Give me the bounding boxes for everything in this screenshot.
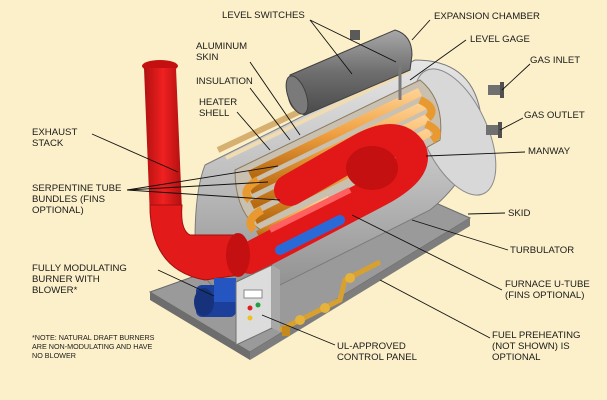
label-insulation: INSULATION — [196, 76, 253, 87]
footnote-line2: ARE NON-MODULATING AND HAVE — [32, 342, 153, 351]
label-serpentine-line1: SERPENTINE TUBE — [32, 183, 122, 194]
footnote-line3: NO BLOWER — [32, 351, 76, 360]
label-heater-shell-line2: SHELL — [199, 108, 230, 119]
control-panel-box — [235, 264, 280, 346]
label-furnace-u-tube-line1: FURNACE U-TUBE — [505, 279, 590, 290]
label-gas-outlet: GAS OUTLET — [524, 110, 585, 121]
exhaust-stack — [142, 60, 250, 281]
label-exhaust-stack-line2: STACK — [32, 138, 64, 149]
label-heater-shell-line1: HEATER — [199, 97, 238, 108]
label-serpentine-line3: OPTIONAL) — [32, 205, 84, 216]
label-fuel-preheating-line3: OPTIONAL — [492, 352, 541, 363]
label-exhaust-stack-line1: EXHAUST — [32, 127, 78, 138]
label-burner-line3: BLOWER* — [32, 285, 78, 296]
label-skid: SKID — [508, 208, 531, 219]
label-serpentine-line2: BUNDLES (FINS — [32, 194, 106, 205]
label-aluminum-skin-line2: SKIN — [196, 52, 219, 63]
expansion-chamber — [285, 29, 413, 116]
label-expansion-chamber: EXPANSION CHAMBER — [434, 11, 540, 22]
label-manway: MANWAY — [528, 146, 571, 157]
burner-blower — [194, 278, 236, 317]
label-turbulator: TURBULATOR — [510, 245, 575, 256]
label-gas-inlet: GAS INLET — [530, 55, 581, 66]
footnote-line1: *NOTE: NATURAL DRAFT BURNERS — [32, 333, 155, 342]
label-aluminum-skin-line1: ALUMINUM — [196, 41, 248, 52]
label-control-panel-line2: CONTROL PANEL — [337, 352, 417, 363]
label-level-switches: LEVEL SWITCHES — [222, 10, 305, 21]
furnace-u-tube — [234, 124, 428, 274]
label-burner-line2: BURNER WITH — [32, 274, 100, 285]
label-furnace-u-tube-line2: (FINS OPTIONAL) — [505, 290, 585, 301]
label-burner-line1: FULLY MODULATING — [32, 263, 127, 274]
label-fuel-preheating-line1: FUEL PREHEATING — [492, 330, 581, 341]
fuel-train — [278, 259, 382, 336]
leader-lines — [91, 19, 531, 346]
label-level-gage: LEVEL GAGE — [470, 34, 530, 45]
label-control-panel-line1: UL-APPROVED — [337, 341, 406, 352]
label-fuel-preheating-line2: (NOT SHOWN) IS — [492, 341, 570, 352]
